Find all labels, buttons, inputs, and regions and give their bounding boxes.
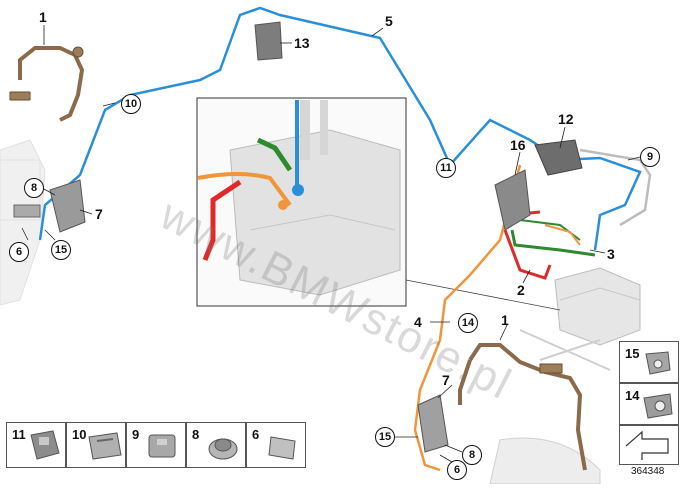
callout-11-circle: 11 [436,158,456,178]
callout-leaders [21,25,641,463]
callout-13: 13 [294,35,310,51]
clip-10-icon [88,432,122,460]
callout-2: 2 [517,282,525,298]
inset-orange-fitting [278,200,288,210]
legend-box-11: 11 [6,422,66,468]
clip-14-icon [643,393,673,419]
inset-leader-line [405,279,561,311]
direction-arrow-icon [625,430,669,460]
clip-6-icon [268,436,296,460]
callout-1-top: 1 [39,9,47,25]
holder-13 [254,21,283,61]
inset-red-line [202,179,242,261]
callout-14-circle: 14 [458,313,478,333]
brake-line-red [503,229,552,280]
brake-hose-left [18,46,85,122]
callout-7-left: 7 [95,206,103,222]
connector-12 [534,139,583,176]
reference-code: 364348 [631,466,665,477]
legend-box-8: 8 [186,422,246,468]
clip-9-icon [148,434,176,458]
right-abs-assembly [489,267,641,485]
callout-5: 5 [385,13,393,29]
callout-16: 16 [510,137,526,153]
inset-orange-line [197,172,292,207]
brake-line-blue [38,6,642,251]
legend-box-9: 9 [126,422,186,468]
callout-4: 4 [414,314,422,330]
callout-15-circle-left: 15 [51,240,71,260]
callout-9-circle: 9 [640,147,660,167]
callout-8-circle-left: 8 [24,178,44,198]
callout-1-bottom: 1 [501,312,509,328]
clip-11-icon [30,430,60,460]
legend-box-10: 10 [66,422,126,468]
bracket-7-bottom [417,394,449,453]
callout-10-circle: 10 [121,94,141,114]
legend-box-15: 15 [619,341,679,383]
inset-blue-fitting [292,184,304,196]
nut-8-icon [208,438,238,460]
callout-3: 3 [607,246,615,262]
left-abs-housing [0,139,46,306]
brake-line-green [510,229,596,257]
legend-box-14: 14 [619,383,679,425]
inset-green-line [256,137,293,172]
inset-abs-unit [229,100,401,296]
legend-box-6: 6 [246,422,306,468]
direction-arrow-box [619,425,679,465]
callout-6-circle-bottom: 6 [447,460,467,480]
callout-7-bottom: 7 [442,372,450,388]
clip-15-icon [645,351,671,375]
brake-line-gray [579,148,652,227]
callout-8-circle-bottom: 8 [462,445,482,465]
callout-12: 12 [558,111,574,127]
bracket-7-left [49,179,86,233]
brake-line-orange [413,164,522,472]
callout-6-circle-left: 6 [9,242,29,262]
callout-15-circle-bottom: 15 [375,427,395,447]
